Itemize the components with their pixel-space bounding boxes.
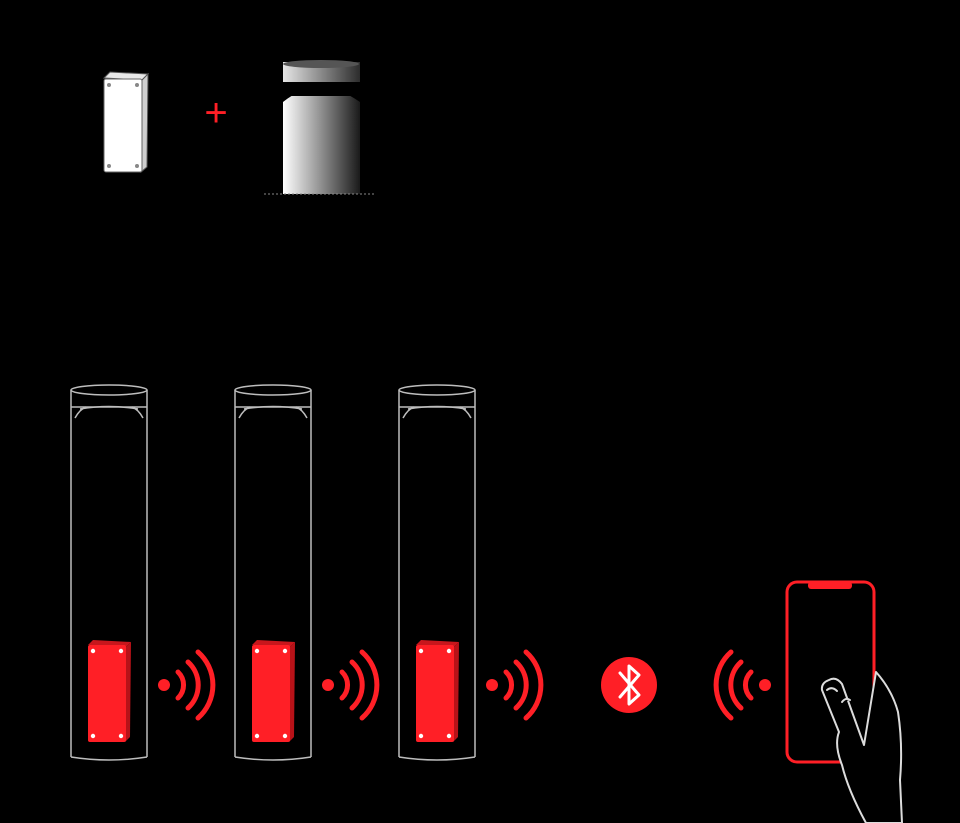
bluetooth-icon: [601, 657, 657, 713]
wireless-signal-icon: [486, 649, 544, 721]
bollard-luminaire-icon: [264, 60, 376, 195]
plus-symbol: +: [204, 91, 227, 135]
phone-signal-icon: [713, 649, 771, 721]
white-module-icon: [102, 71, 150, 174]
red-module-icon: [88, 640, 131, 742]
red-module-icon: [416, 640, 459, 742]
bollard-unit-3: [398, 384, 544, 761]
hand-icon: [820, 671, 903, 823]
bollard-unit-2: [234, 384, 380, 761]
bollard-unit-1: [70, 384, 216, 761]
wireless-signal-icon: [322, 649, 380, 721]
wireless-signal-icon: [158, 649, 216, 721]
smartphone-icon: [785, 580, 876, 764]
bollard-outline-icon: [398, 384, 476, 761]
red-module-icon: [252, 640, 295, 742]
bollard-outline-icon: [70, 384, 148, 761]
bollard-outline-icon: [234, 384, 312, 761]
